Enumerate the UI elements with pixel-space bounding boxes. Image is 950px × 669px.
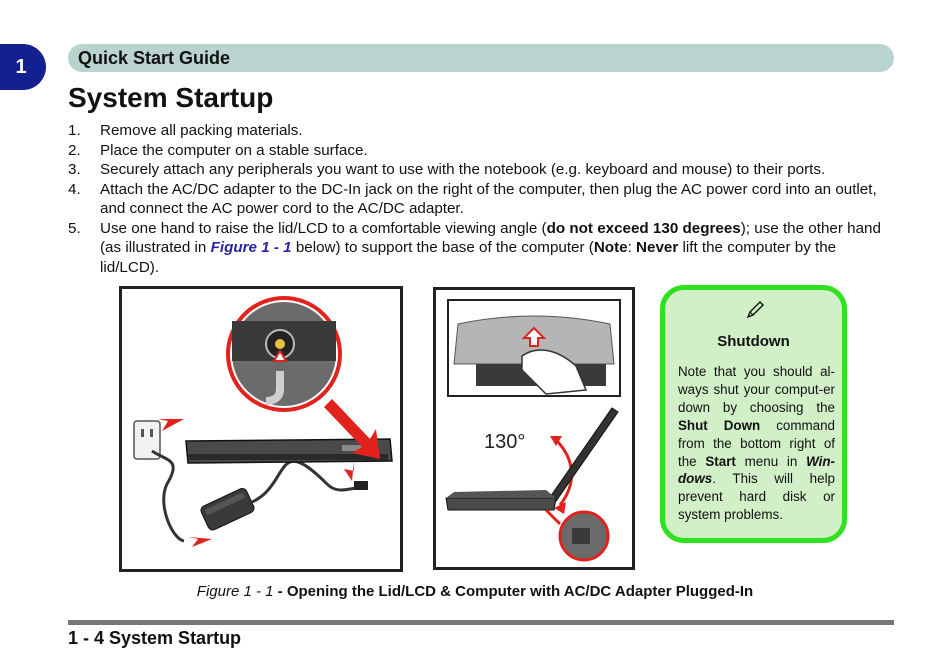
list-item: 3. Securely attach any peripherals you wa…: [68, 160, 898, 180]
footer-page-label: 1 - 4 System Startup: [68, 628, 242, 648]
dc-cable: [246, 459, 363, 506]
red-arrow-icon: [158, 419, 184, 431]
step-number: 4.: [68, 180, 81, 198]
section-header-title: Quick Start Guide: [78, 48, 231, 68]
step-text: :: [627, 239, 637, 256]
wall-outlet-icon: [133, 420, 161, 460]
adapter-drawing: [133, 296, 393, 547]
step-number: 5.: [68, 219, 81, 237]
step-text: Remove all packing materials.: [100, 122, 303, 139]
lid-drawing: 130°: [445, 299, 621, 562]
list-item: 2. Place the computer on a stable surface…: [68, 141, 898, 161]
step-text: Use one hand to raise the lid/LCD to a c…: [100, 219, 547, 237]
list-item: 4. Attach the AC/DC adapter to the DC-In …: [68, 180, 898, 219]
step-text: ); use the other hand (as illustrated in: [100, 219, 881, 257]
section-header: Quick Start Guide: [68, 44, 894, 72]
startup-steps-list: 1. Remove all packing materials. 2. Place …: [68, 121, 898, 277]
adapter-illustration: [119, 286, 403, 572]
pencil-icon: [746, 301, 764, 319]
red-arrow-icon: [188, 537, 212, 547]
lid-opening-illustration: 130°: [433, 287, 635, 570]
list-item: 5. Use one hand to raise the lid/LCD to a…: [68, 219, 898, 278]
chapter-tab: 1: [0, 44, 46, 90]
figure-caption-text: - Opening the Lid/LCD & Computer with AC…: [273, 583, 754, 600]
red-arrow-icon: [344, 461, 354, 481]
ac-adapter-icon: [200, 488, 255, 531]
shutdown-body: Note that you should al-ways shut your c…: [678, 364, 835, 523]
laptop-base-icon: [445, 497, 557, 511]
power-cord: [151, 449, 185, 543]
start-menu-label: Start: [705, 453, 736, 469]
angle-label: 130°: [484, 431, 525, 453]
figure-caption: Figure 1 - 1 - Opening the Lid/LCD & Com…: [0, 583, 950, 600]
list-item: 1. Remove all packing materials.: [68, 121, 898, 141]
step-text: Place the computer on a stable surface.: [100, 141, 368, 159]
figure-reference-link[interactable]: Figure 1 - 1: [210, 239, 292, 256]
up-arrow-icon: [521, 326, 547, 347]
step-number: 1.: [68, 122, 81, 139]
step-number: 2.: [68, 141, 81, 159]
red-arrow-icon: [324, 399, 380, 459]
chapter-number: 1: [15, 55, 27, 78]
page-title: System Startup: [68, 82, 274, 113]
up-arrow-icon: [272, 349, 288, 362]
footer-divider: [68, 620, 894, 625]
shut-down-command: Shut Down: [678, 417, 761, 433]
step-text: Attach the AC/DC adapter to the DC-In ja…: [100, 180, 877, 218]
hand-icon: [521, 349, 588, 395]
shutdown-title: Shutdown: [717, 333, 790, 350]
step-number: 3.: [68, 161, 81, 178]
figure-caption-label: Figure 1 - 1: [196, 583, 274, 600]
windows-label: Win-dows: [678, 453, 835, 487]
step-text: Securely attach any peripherals you want…: [100, 161, 826, 178]
step-text: below) to support the base of the comput…: [291, 239, 594, 256]
note-label: Note: [593, 239, 628, 256]
step-text: lift the computer by the lid/LCD).: [100, 239, 837, 276]
never-label: Never: [636, 239, 679, 256]
angle-warning: do not exceed 130 degrees: [546, 219, 741, 237]
shutdown-note: Shutdown Note that you should al-ways sh…: [660, 285, 847, 543]
laptop-screen-icon: [547, 407, 619, 505]
